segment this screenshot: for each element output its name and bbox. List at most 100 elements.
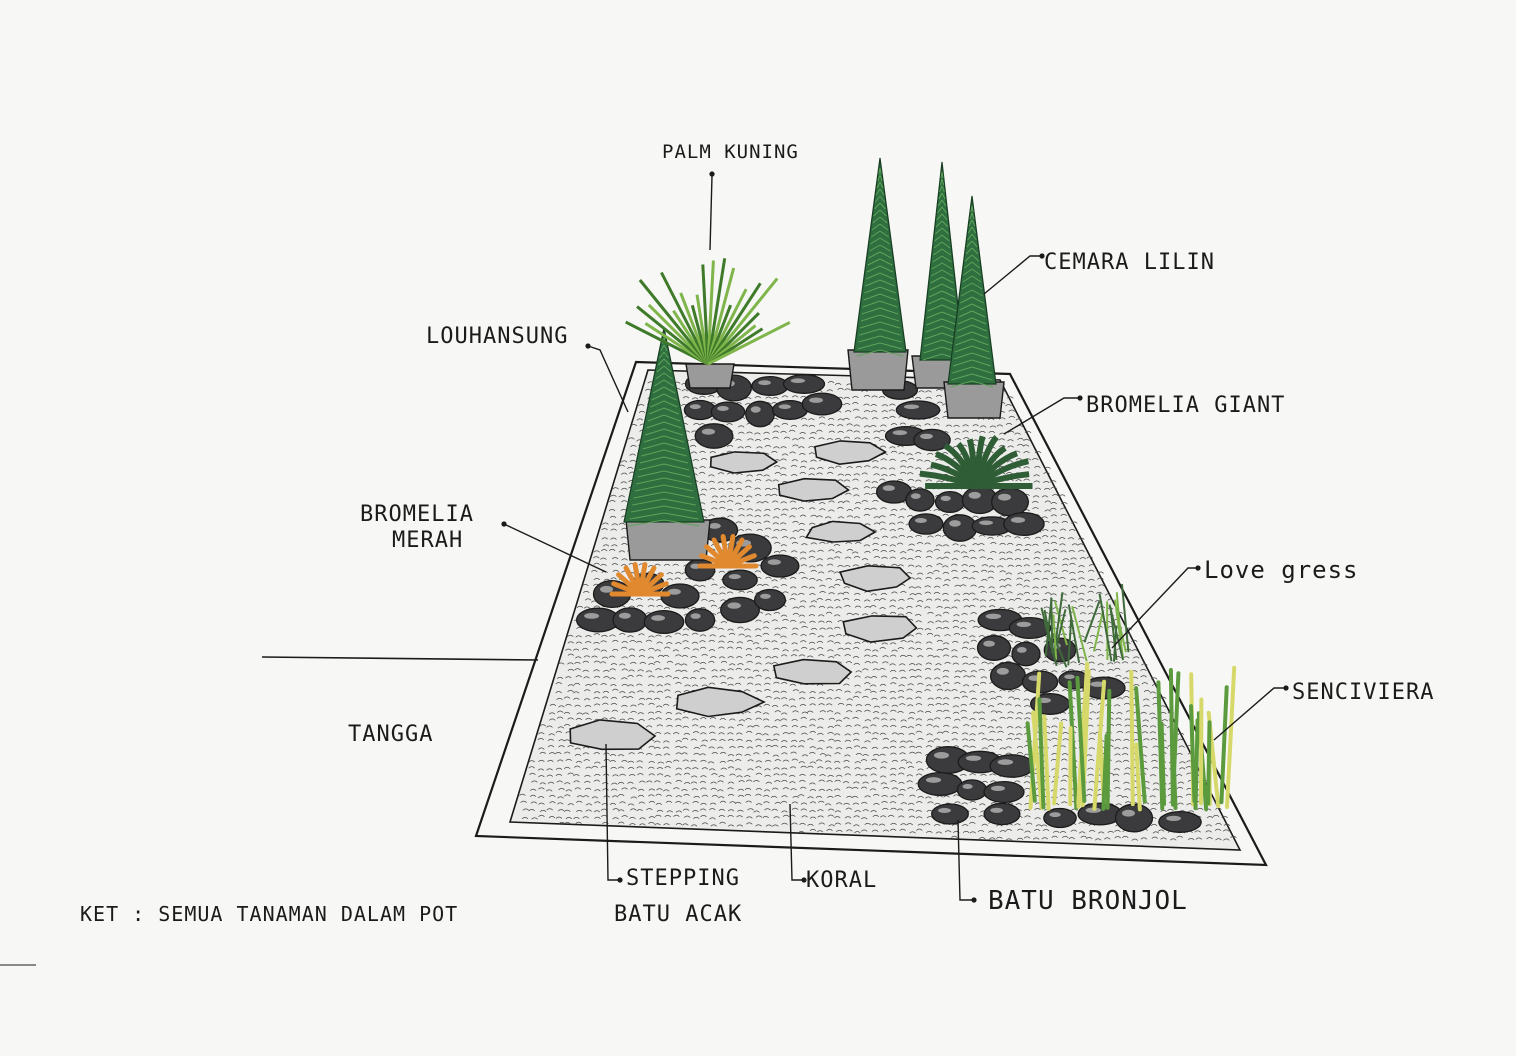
rock-0-2 (751, 375, 789, 397)
rock-highlight (985, 613, 1002, 619)
rock-2-10 (643, 609, 685, 635)
palm-leaf (701, 264, 710, 365)
rock-2-3 (684, 558, 716, 582)
rock-highlight (690, 613, 701, 619)
bromelia-giant (919, 435, 1033, 489)
rock-2-9 (612, 607, 648, 633)
leader-end-5 (1195, 565, 1201, 571)
rock-1-5 (905, 488, 935, 512)
rock-2-12 (720, 596, 760, 624)
conifer-needles (922, 171, 962, 361)
leader-end-7 (617, 877, 623, 883)
label-cemara-lilin: CEMARA LILIN (1044, 250, 1215, 275)
leader-end-4 (501, 521, 507, 527)
senciviera-leaf (1025, 721, 1037, 803)
rock-2-13 (753, 588, 787, 612)
pot-cemara-3 (943, 381, 1005, 419)
rock-highlight (667, 588, 681, 595)
rock-4-4 (956, 779, 988, 801)
rock-highlight (1064, 674, 1075, 680)
rock-highlight (962, 784, 973, 789)
bromelia-merah-1 (697, 534, 759, 569)
rock-0-3 (782, 374, 826, 394)
rock-highlight (1016, 647, 1027, 653)
leader-bromelia-merah (503, 523, 607, 573)
senciviera-leaf (1134, 742, 1142, 812)
label-leader-lines (501, 171, 1289, 903)
rock-highlight (892, 430, 908, 436)
rock-2-2 (760, 554, 800, 578)
palm-leaf (706, 277, 779, 365)
senciviera-leaf (1225, 665, 1237, 810)
love-grass-blade (1050, 597, 1054, 654)
leader-end-6 (1283, 685, 1289, 691)
stepping-stone-9 (569, 719, 657, 751)
senciviera-leaf (1105, 688, 1112, 810)
batu-bronjol-rocks (575, 373, 1202, 833)
rock-highlight (979, 520, 993, 526)
rock-highlight (910, 493, 921, 499)
palm-leaf (706, 260, 715, 365)
rock-2-11 (684, 608, 716, 632)
rock-1-12 (1003, 511, 1045, 537)
rock-0-4 (683, 399, 717, 421)
senciviera-leaf (1075, 675, 1087, 803)
leader-love-grass (1111, 567, 1198, 649)
label-palm-kuning: PALM KUNING (662, 141, 799, 163)
rock-highlight (983, 640, 995, 647)
bromelia-merah-2 (609, 562, 671, 597)
label-tangga: TANGGA (348, 722, 434, 747)
label-note: KET : SEMUA TANAMAN DALAM POT (80, 902, 459, 926)
label-bromelia-giant: BROMELIA GIANT (1086, 393, 1286, 418)
plants (609, 157, 1237, 812)
rock-highlight (996, 667, 1009, 675)
rock-highlight (790, 378, 806, 384)
rock-4-6 (931, 803, 969, 825)
rock-highlight (701, 428, 716, 435)
rock-highlight (809, 397, 823, 403)
love-grass-blade (1120, 583, 1130, 653)
rock-4-2 (989, 754, 1035, 778)
palm-leaf (638, 279, 710, 365)
conifer-needles (950, 205, 994, 388)
love-grass-blade (1067, 618, 1073, 666)
rock-1-10 (942, 514, 978, 542)
stepping-stone-3 (777, 477, 850, 502)
stepping-stone-4 (805, 520, 877, 543)
rock-4-5 (983, 780, 1025, 804)
pot-palm (685, 363, 735, 389)
rock-highlight (933, 752, 950, 759)
stepping-stone-1 (709, 451, 779, 474)
love-grass-blade (1071, 605, 1088, 662)
senciviera-leaf (1206, 720, 1212, 806)
tangga-step-line (261, 656, 539, 661)
love-grass-blade (1067, 604, 1081, 664)
rock-highlight (750, 406, 761, 413)
label-bromelia-merah-2: MERAH (392, 528, 464, 553)
palm-leaf (706, 267, 736, 365)
rock-highlight (708, 523, 721, 529)
rock-highlight (925, 777, 942, 783)
leader-louhansung (587, 345, 629, 413)
love-grass-blade (1092, 610, 1105, 652)
rock-highlight (997, 759, 1014, 765)
rock-2-4 (722, 569, 758, 591)
label-love-grass: Love gress (1204, 556, 1359, 584)
senciviera-leaf (1168, 668, 1175, 807)
rock-1-9 (908, 513, 944, 535)
stepping-stone-5 (839, 564, 912, 593)
rock-highlight (1166, 815, 1181, 822)
rock-highlight (758, 380, 771, 386)
rock-0-9 (694, 423, 734, 449)
senciviera-leaf (1219, 685, 1229, 805)
rock-highlight (915, 518, 927, 523)
palm-leaf (660, 271, 710, 365)
palm-leaf (707, 321, 791, 366)
rock-0-6 (745, 400, 775, 428)
rock-highlight (991, 785, 1005, 792)
cemara-lilin-2 (919, 161, 965, 361)
rock-highlight (949, 520, 961, 527)
label-senciviera: SENCIVIERA (1292, 680, 1435, 705)
rock-highlight (903, 404, 920, 410)
senciviera-leaf (1129, 669, 1135, 807)
